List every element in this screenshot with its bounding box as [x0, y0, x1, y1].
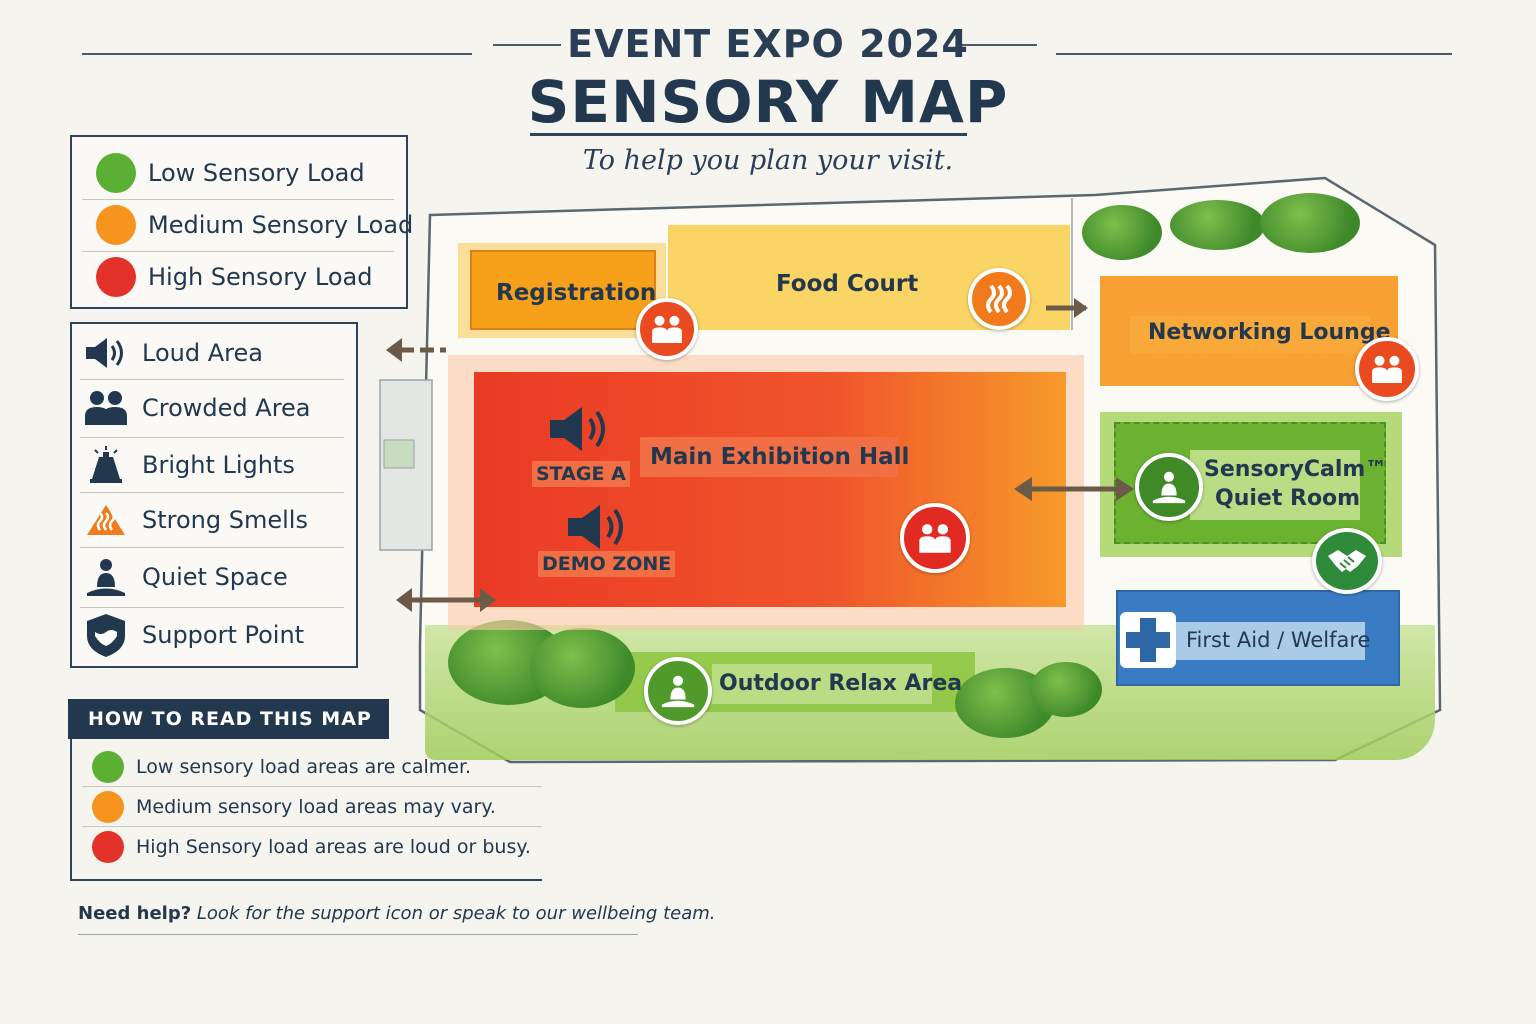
legend-loud: Loud Area — [80, 326, 344, 380]
howto-row-medium: Medium sensory load areas may vary. — [82, 788, 542, 827]
speaker-icon — [80, 333, 132, 373]
quiet-room-label-bg — [1190, 450, 1360, 520]
icon-legend: Loud Area Crowded Area Bright Lights Str… — [70, 322, 358, 668]
sensory-load-legend: Low Sensory Load Medium Sensory Load Hig… — [70, 135, 413, 309]
networking-label: Networking Lounge — [1148, 320, 1391, 345]
first-aid-label-bg — [1175, 622, 1365, 660]
legend-smells: Strong Smells — [80, 492, 344, 548]
need-help-label: Need help? — [78, 903, 192, 924]
quiet-room-label-1: SensoryCalm™ — [1204, 457, 1388, 482]
high-load-dot — [96, 257, 136, 297]
registration-label: Registration — [496, 280, 657, 306]
networking-crowded-icon — [1355, 337, 1419, 401]
low-load-dot — [96, 153, 136, 193]
people-icon — [80, 388, 132, 428]
legend-support-label: Support Point — [142, 621, 305, 649]
howto-row-high: High Sensory load areas are loud or busy… — [82, 828, 542, 866]
outdoor-label-bg — [712, 664, 932, 704]
first-aid-label: First Aid / Welfare — [1186, 628, 1371, 652]
registration-zone[interactable] — [470, 250, 656, 330]
legend-support: Support Point — [80, 607, 344, 663]
bright-lights-icon — [80, 445, 132, 485]
food-court-label: Food Court — [776, 271, 919, 297]
howto-high-text: High Sensory load areas are loud or busy… — [136, 836, 531, 858]
legend-crowded: Crowded Area — [80, 379, 344, 438]
stage-a-speaker-icon — [546, 404, 616, 458]
medium-load-dot — [96, 205, 136, 245]
legend-quiet-label: Quiet Space — [142, 563, 288, 591]
legend-bright: Bright Lights — [80, 437, 344, 493]
tree — [1260, 193, 1360, 253]
how-to-read-heading: HOW TO READ THIS MAP — [68, 699, 389, 739]
legend-high: High Sensory Load — [82, 251, 394, 303]
food-court-smell-icon — [968, 268, 1030, 330]
outdoor-meditation-icon — [644, 657, 712, 725]
outdoor-label: Outdoor Relax Area — [719, 671, 963, 696]
howto-low-text: Low sensory load areas are calmer. — [136, 756, 472, 778]
tree — [1030, 662, 1102, 717]
quiet-room-meditation-icon — [1135, 453, 1203, 521]
support-handshake-icon — [1312, 528, 1382, 594]
legend-quiet: Quiet Space — [80, 547, 344, 608]
header-rule-short-right — [962, 44, 1037, 46]
tree — [1170, 200, 1265, 250]
howto-low-dot — [92, 751, 124, 783]
howto-high-dot — [92, 831, 124, 863]
map-title: SENSORY MAP — [527, 68, 1009, 136]
help-note: Need help? Look for the support icon or … — [78, 903, 716, 924]
tree — [530, 628, 635, 708]
header-rule-short-left — [493, 44, 561, 46]
legend-low: Low Sensory Load — [82, 147, 394, 200]
first-aid-cross-icon — [1120, 612, 1176, 668]
legend-bright-label: Bright Lights — [142, 450, 295, 479]
legend-loud-label: Loud Area — [142, 338, 263, 367]
demo-zone-speaker-icon — [564, 502, 634, 556]
howto-row-low: Low sensory load areas are calmer. — [82, 748, 542, 787]
main-hall-label-bg — [640, 437, 898, 477]
support-shield-icon — [80, 614, 132, 657]
tree — [1082, 205, 1162, 260]
registration-crowded-icon — [636, 298, 698, 360]
quiet-room-label-2: Quiet Room — [1215, 486, 1361, 511]
legend-low-label: Low Sensory Load — [148, 159, 365, 187]
header-rule-right — [1056, 53, 1452, 55]
event-title: EVENT EXPO 2024 — [567, 22, 969, 66]
howto-left-border — [70, 739, 72, 881]
legend-smells-label: Strong Smells — [142, 505, 308, 534]
legend-crowded-label: Crowded Area — [142, 394, 311, 422]
title-underline — [530, 133, 967, 136]
main-hall-crowded-icon — [900, 503, 970, 573]
help-text: Look for the support icon or speak to ou… — [196, 903, 716, 924]
networking-label-bg — [1130, 316, 1370, 354]
smell-icon — [80, 500, 132, 540]
header-rule-left — [82, 53, 472, 55]
demo-zone-label: DEMO ZONE — [538, 551, 676, 577]
howto-bottom-border — [70, 879, 542, 881]
main-hall-label: Main Exhibition Hall — [650, 444, 910, 470]
legend-high-label: High Sensory Load — [148, 263, 373, 291]
footer-rule — [78, 934, 638, 935]
subtitle: To help you plan your visit. — [582, 145, 954, 176]
legend-medium-label: Medium Sensory Load — [148, 211, 414, 239]
legend-medium: Medium Sensory Load — [82, 199, 413, 252]
meditation-icon — [80, 557, 132, 597]
howto-medium-dot — [92, 791, 124, 823]
howto-medium-text: Medium sensory load areas may vary. — [136, 796, 496, 818]
stage-a-label: STAGE A — [532, 461, 630, 487]
